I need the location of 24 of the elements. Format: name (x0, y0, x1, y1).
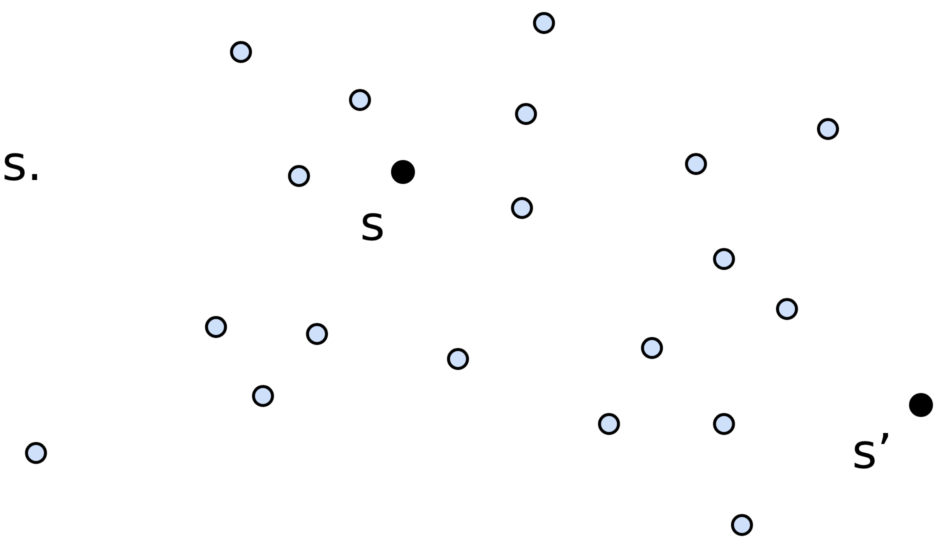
point-circle (306, 323, 328, 345)
point-circle (349, 89, 371, 111)
point-circle (230, 41, 252, 63)
point-circle (713, 413, 735, 435)
point-circle (817, 118, 839, 140)
point-circle (511, 197, 533, 219)
point-circle (776, 298, 798, 320)
point-circle (731, 514, 753, 536)
point-circle (641, 337, 663, 359)
point-circle (288, 165, 310, 187)
point-circle (25, 442, 47, 464)
point-circle (685, 153, 707, 175)
point-circle (252, 385, 274, 407)
point-circle (713, 248, 735, 270)
point-circle (205, 316, 227, 338)
point-label: s’ (852, 428, 892, 476)
point-marker (909, 393, 933, 417)
text-label: s. (2, 140, 42, 188)
point-circle (447, 348, 469, 370)
point-circle (533, 12, 555, 34)
point-label: s (360, 200, 386, 248)
point-marker (391, 160, 415, 184)
point-circle (515, 103, 537, 125)
point-circle (598, 413, 620, 435)
